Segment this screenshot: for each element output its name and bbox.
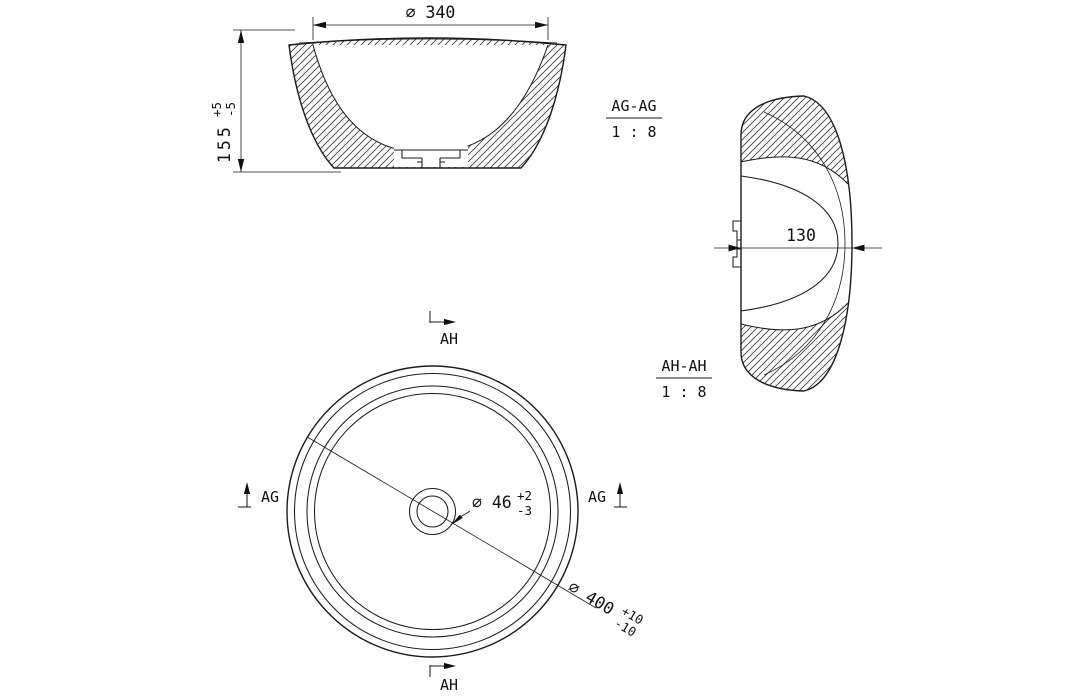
dim-height-value: 155 xyxy=(215,124,234,163)
side-hatch-bottom xyxy=(741,303,848,391)
front-drain-detail xyxy=(394,149,468,168)
dim-rim-diameter: ⌀ 340 xyxy=(312,3,549,40)
plan-inner-rim-circle xyxy=(306,385,559,638)
dim-height-arrow-top xyxy=(237,30,245,43)
dim-height: 155 +5 -5 xyxy=(209,29,341,173)
dim-height-tol-minus: -5 xyxy=(223,102,238,117)
dim-height-extension-lines xyxy=(233,29,341,173)
ah-top-arrow xyxy=(444,318,456,326)
front-outer-profile xyxy=(288,37,567,169)
side-section-view: 130 xyxy=(714,95,882,392)
section-ag-scale: 1 : 8 xyxy=(611,123,656,141)
side-drain-detail xyxy=(732,220,741,268)
dim-rim-extension-lines xyxy=(312,17,549,40)
ag-left-label: AG xyxy=(261,488,279,506)
ah-bottom-label: AH xyxy=(440,676,458,694)
ag-left-arrow xyxy=(243,482,251,494)
dim-base-width-label: 130 xyxy=(786,226,816,245)
section-label-ag: AG-AG 1 : 8 xyxy=(606,97,662,141)
section-ag-title: AG-AG xyxy=(611,97,656,115)
section-ah-title: AH-AH xyxy=(661,357,706,375)
cutting-plane-ah-top: AH xyxy=(429,311,458,348)
section-ah-scale: 1 : 8 xyxy=(661,383,706,401)
front-drain-mask xyxy=(394,146,468,167)
front-rim-back-edge xyxy=(298,38,558,44)
side-hatch-top xyxy=(741,96,848,184)
dim-drain-diameter: ⌀ 46 +2 -3 xyxy=(451,488,532,525)
dim-drain-tol-minus: -3 xyxy=(517,503,532,518)
ah-bottom-arrow xyxy=(444,662,456,670)
dim-rim-diameter-label: ⌀ 340 xyxy=(406,3,456,22)
ag-right-arrow xyxy=(616,482,624,494)
side-outer-profile xyxy=(740,95,853,392)
dim-height-arrow-bottom xyxy=(237,159,245,172)
side-cavity-arc xyxy=(740,175,839,312)
ah-top-label: AH xyxy=(440,330,458,348)
dim-base-width-arrow-right xyxy=(852,244,865,252)
dim-rim-arrow-left xyxy=(313,21,326,29)
front-section-view: ⌀ 340 155 +5 -5 xyxy=(209,3,567,173)
plan-view: ⌀ 46 +2 -3 ⌀ 400 +10 -10 AG AG xyxy=(238,311,646,694)
dim-drain-tol-plus: +2 xyxy=(517,488,532,503)
dim-height-tol-plus: +5 xyxy=(209,102,224,117)
side-inner-boundary-top xyxy=(740,156,849,185)
plan-drain-outer-circle xyxy=(408,487,457,536)
plan-bowl-edge-circle xyxy=(313,392,552,631)
cutting-plane-ah-bottom: AH xyxy=(429,662,458,694)
dim-base-width: 130 xyxy=(714,226,882,252)
plan-outer-rim-circle xyxy=(286,365,579,658)
plan-rim-circle-2 xyxy=(293,372,572,651)
dim-outer-diameter: ⌀ 400 +10 -10 xyxy=(565,577,646,640)
side-rim-edge-arc xyxy=(763,111,846,376)
dim-drain-arrow xyxy=(451,514,463,525)
dim-drain-label: ⌀ 46 xyxy=(472,493,512,512)
dim-rim-arrow-right xyxy=(535,21,548,29)
cutting-plane-ag-right: AG xyxy=(588,482,627,508)
dim-outer-label: ⌀ 400 xyxy=(565,577,617,619)
cutting-plane-ag-left: AG xyxy=(238,482,279,508)
dim-base-width-arrow-left xyxy=(728,244,741,252)
dim-drain-leader xyxy=(460,510,471,518)
side-inner-boundary-bottom xyxy=(740,302,849,331)
plan-diameter-line xyxy=(307,436,597,609)
plan-drain-inner-circle xyxy=(416,495,449,528)
front-section-hatch xyxy=(289,38,566,168)
ag-right-label: AG xyxy=(588,488,606,506)
section-label-ah: AH-AH 1 : 8 xyxy=(656,357,712,401)
